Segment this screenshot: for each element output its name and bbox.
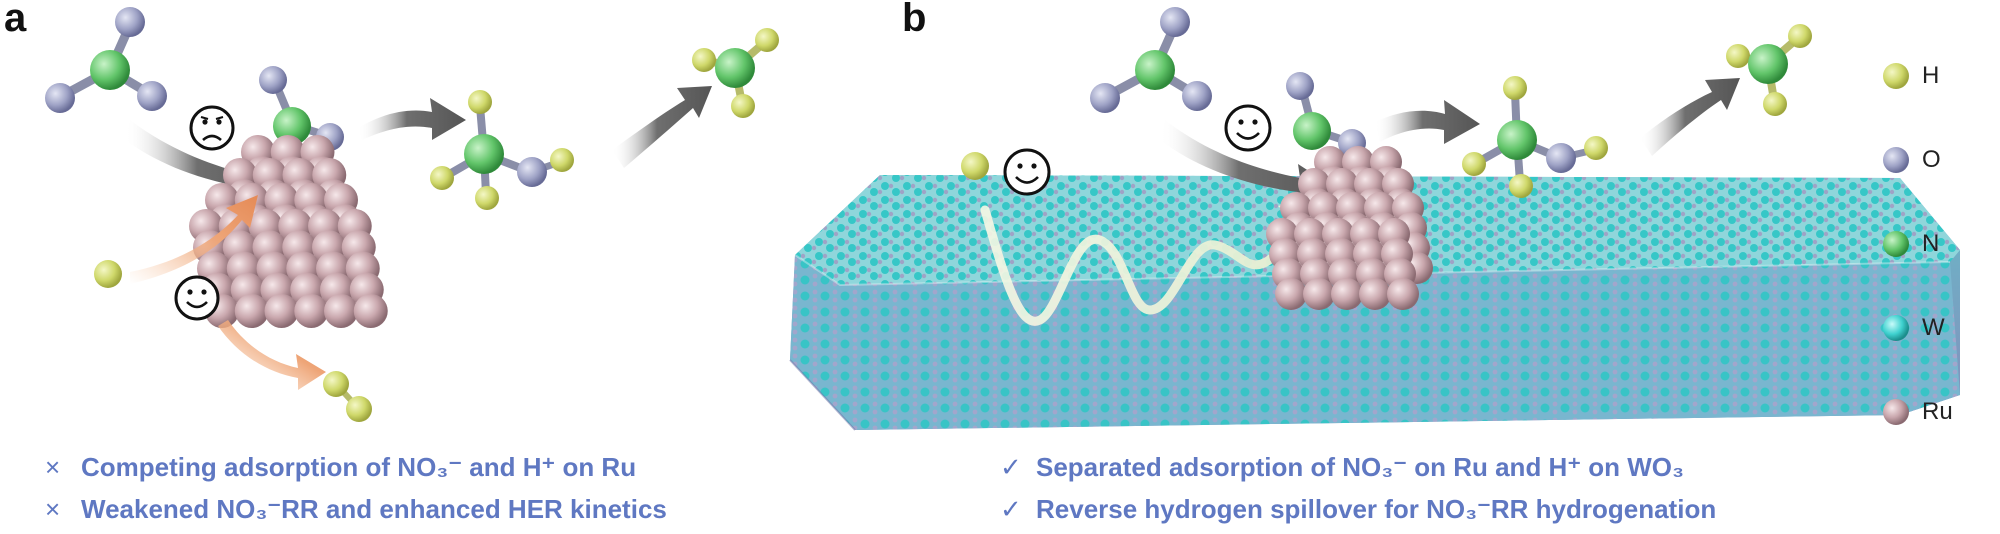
legend-sphere-n: [1883, 231, 1909, 257]
happy-face-icon-a: [174, 275, 220, 321]
panel-label-b: b: [902, 0, 927, 40]
legend-sphere-ru: [1883, 399, 1909, 425]
ru-atom: [1275, 278, 1307, 310]
her-arrow: [218, 320, 326, 390]
cross-mark-icon: ×: [45, 494, 61, 524]
legend-label-ru: Ru: [1922, 398, 1953, 425]
happy-face-icon-b1: [1003, 148, 1051, 196]
legend-label-h: H: [1922, 62, 1940, 89]
legend-label-o: O: [1922, 146, 1941, 173]
panel-label-a: a: [4, 0, 27, 40]
wo3-slab: [789, 175, 1960, 431]
ru-atom: [264, 294, 299, 328]
caption-b-1-text: Separated adsorption of NO₃⁻ on Ru and H…: [1036, 452, 1685, 482]
legend-label-n: N: [1922, 230, 1940, 257]
legend-sphere-h: [1883, 63, 1909, 89]
legend-sphere-o: [1883, 147, 1909, 173]
ru-atom: [294, 294, 329, 328]
intermediate-a: [430, 90, 574, 210]
ru-cluster-b: [1266, 146, 1433, 310]
caption-b-2: ✓ Reverse hydrogen spillover for NO₃⁻RR h…: [1000, 494, 1716, 525]
caption-b-2-text: Reverse hydrogen spillover for NO₃⁻RR hy…: [1036, 494, 1717, 524]
ammonia-molecule-a: [692, 28, 779, 118]
ru-atom: [353, 294, 388, 328]
reaction-arrow-b2: [1640, 78, 1740, 156]
legend: [1883, 63, 1909, 425]
ru-atom: [1387, 278, 1419, 310]
reaction-arrow-a1: [358, 98, 466, 140]
nitrate-molecule-a: [45, 7, 167, 113]
ru-atom: [1331, 278, 1363, 310]
adsorbed-no2-b: [1286, 72, 1366, 157]
ammonia-molecule-b: [1726, 24, 1812, 116]
sad-face-icon: [189, 105, 235, 151]
ru-atom: [1359, 278, 1391, 310]
reaction-arrow-a2: [612, 86, 712, 168]
check-mark-icon: ✓: [1000, 452, 1022, 482]
cross-mark-icon: ×: [45, 452, 61, 482]
nitrate-molecule-b: [1090, 7, 1212, 113]
caption-b-1: ✓ Separated adsorption of NO₃⁻ on Ru and …: [1000, 452, 1684, 483]
ru-atom: [1303, 278, 1335, 310]
adsorption-arrow-b: [1160, 120, 1335, 204]
caption-a-2-text: Weakened NO₃⁻RR and enhanced HER kinetic…: [81, 494, 667, 524]
h2-molecule: [323, 371, 372, 422]
adsorbed-no2-a: [259, 66, 344, 151]
ru-atom: [234, 294, 269, 328]
happy-face-icon-b2: [1224, 104, 1272, 152]
ru-cluster-a: [189, 135, 388, 328]
legend-label-w: W: [1922, 314, 1945, 341]
caption-a-1: × Competing adsorption of NO₃⁻ and H⁺ on …: [45, 452, 636, 483]
legend-sphere-w: [1883, 315, 1909, 341]
spillover-wave: [980, 205, 1295, 326]
h-adsorption-arrow: [130, 195, 258, 284]
ru-atom: [324, 294, 358, 328]
check-mark-icon: ✓: [1000, 494, 1022, 524]
reaction-arrow-b1: [1375, 100, 1480, 144]
caption-a-1-text: Competing adsorption of NO₃⁻ and H⁺ on R…: [81, 452, 637, 482]
h-atom-a: [94, 260, 122, 288]
intermediate-b: [1462, 76, 1608, 198]
caption-a-2: × Weakened NO₃⁻RR and enhanced HER kineti…: [45, 494, 667, 525]
h-atom-b: [961, 152, 989, 180]
